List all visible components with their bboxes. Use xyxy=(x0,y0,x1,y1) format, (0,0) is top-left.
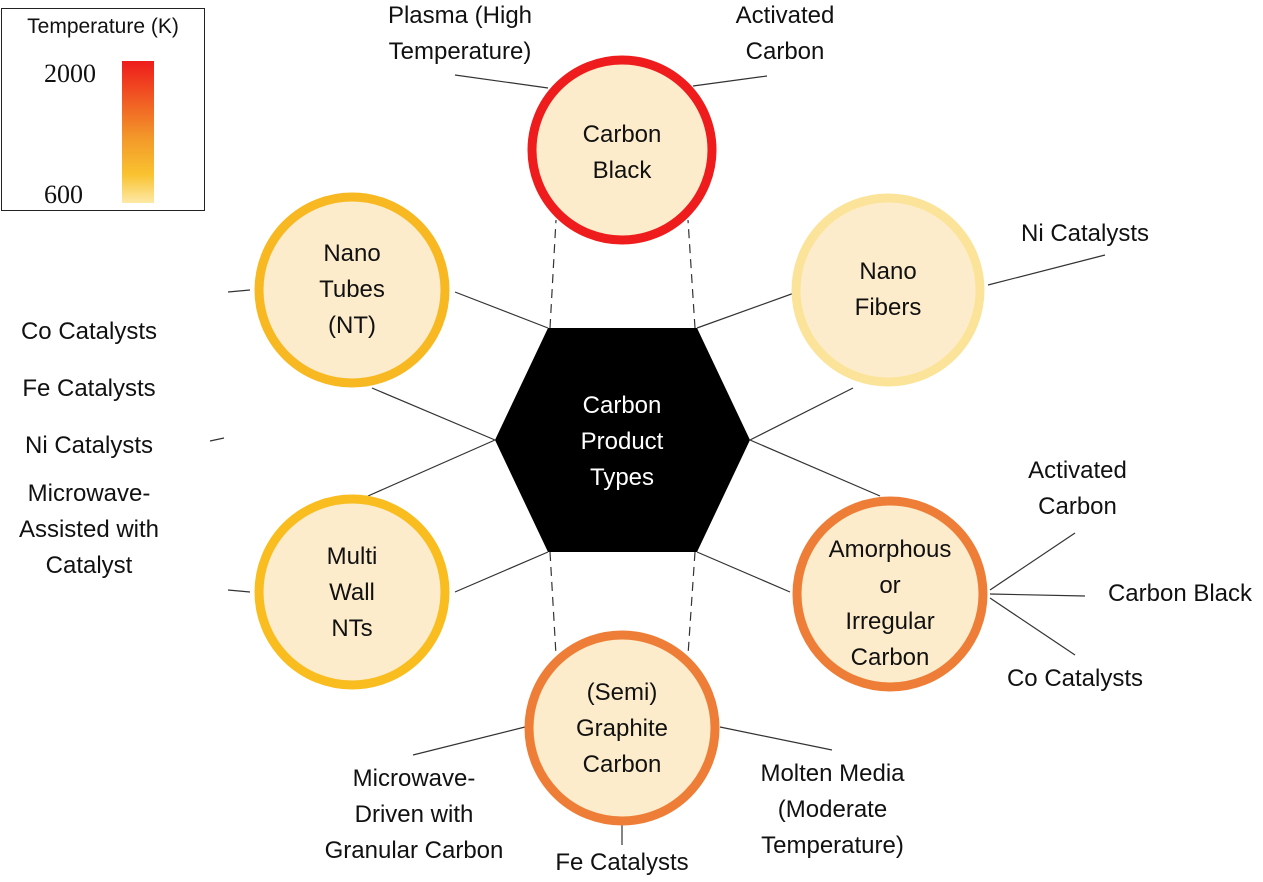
node-label-line: (Semi) xyxy=(586,679,658,706)
microwave-driven-label: Microwave- Driven with Granular Carbon xyxy=(305,761,523,869)
connector-carbon-black-right xyxy=(989,593,1086,597)
node-label-line: Carbon xyxy=(582,121,662,148)
amorphous-node xyxy=(792,496,988,692)
node-label-line: Nano xyxy=(859,258,917,285)
method-label-line: Carbon xyxy=(745,38,825,65)
method-label-line: Co Catalysts xyxy=(20,318,158,345)
co-catalysts-right-label: Co Catalysts xyxy=(990,661,1160,697)
carbon-black-node xyxy=(527,55,717,245)
multi-wall-label: Multi Wall NTs xyxy=(282,539,422,647)
legend-title: Temperature (K) xyxy=(27,15,179,38)
legend-max-value: 2000 xyxy=(44,59,96,88)
node-label-line: Amorphous xyxy=(828,536,952,563)
method-label-line: Ni Catalysts xyxy=(24,432,154,459)
nano-fibers-label: Nano Fibers xyxy=(818,254,958,326)
method-label-line: Plasma (High xyxy=(387,2,533,29)
method-label-line: Co Catalysts xyxy=(1006,665,1144,692)
node-label-line: Black xyxy=(592,157,652,184)
connector-hub-multi-wall-2 xyxy=(454,551,549,593)
connector-activated-right xyxy=(989,532,1076,591)
node-label-line: Multi xyxy=(326,543,378,570)
node-label-line: or xyxy=(879,572,901,599)
connector-microwave-driven xyxy=(412,726,526,756)
connector-hub-multi-wall xyxy=(367,439,496,497)
connector-molten xyxy=(719,726,833,751)
molten-media-label: Molten Media (Moderate Temperature) xyxy=(735,756,930,864)
method-label-line: (Moderate xyxy=(777,796,888,823)
multi-wall-node xyxy=(254,494,450,690)
fe-catalysts-bottom-label: Fe Catalysts xyxy=(537,845,707,881)
method-label-line: Activated xyxy=(735,2,835,29)
method-label-line: Ni Catalysts xyxy=(1020,220,1150,247)
connector-hub-graphite xyxy=(549,551,557,656)
node-label-line: Irregular xyxy=(845,608,935,635)
node-label-line: Tubes xyxy=(319,276,385,303)
hub-label-line: Carbon xyxy=(582,392,662,419)
ni-catalysts-right-label: Ni Catalysts xyxy=(1000,216,1170,252)
connector-hub-carbon-black-2 xyxy=(687,219,696,329)
activated-carbon-right-label: Activated Carbon xyxy=(1000,453,1155,525)
method-label-line: Carbon xyxy=(1038,493,1117,520)
method-label-line: Assisted with xyxy=(18,516,160,543)
left-catalyst-list: Co Catalysts Fe Catalysts Ni Catalysts xyxy=(0,303,178,474)
node-label-line: NTs xyxy=(331,615,373,642)
method-label-line: Microwave- xyxy=(27,480,151,507)
amorphous-label: Amorphous or Irregular Carbon xyxy=(805,532,975,676)
microwave-assisted-label: Microwave- Assisted with Catalyst xyxy=(0,476,178,584)
method-label-line: Granular Carbon xyxy=(324,837,504,864)
node-label-line: Nano xyxy=(323,240,381,267)
activated-carbon-top-label: Activated Carbon xyxy=(705,0,865,70)
legend-min-value: 600 xyxy=(44,180,83,209)
connector-left-top xyxy=(227,289,251,293)
connector-co-right xyxy=(989,597,1076,656)
connector-hub-carbon-black xyxy=(549,219,557,329)
connector-lines xyxy=(209,74,1106,845)
method-label-line: Driven with xyxy=(354,801,474,828)
nano-fibers-node xyxy=(791,193,985,387)
node-label-line: Fibers xyxy=(854,294,922,321)
method-label-line: Fe Catalysts xyxy=(22,375,156,402)
method-label-line: Carbon Black xyxy=(1107,580,1253,607)
nano-tubes-label: Nano Tubes (NT) xyxy=(282,236,422,344)
node-label-line: Carbon xyxy=(582,751,662,778)
graphite-label: (Semi) Graphite Carbon xyxy=(552,675,692,783)
nano-tubes-node xyxy=(254,192,450,388)
temperature-legend: Temperature (K) 2000 600 xyxy=(1,8,205,211)
connector-hub-graphite-2 xyxy=(687,551,696,656)
hub-label-line: Types xyxy=(589,464,655,491)
graphite-node xyxy=(524,630,720,826)
method-label-line: Molten Media xyxy=(760,760,905,787)
connector-hub-amorphous-2 xyxy=(696,551,791,593)
connector-hub-nano-tubes-2 xyxy=(371,387,496,441)
legend-color-bar xyxy=(122,61,154,203)
hub-label: Carbon Product Types xyxy=(562,388,682,496)
node-label-line: Wall xyxy=(329,579,375,606)
connector-left-middle xyxy=(209,437,225,442)
connector-plasma xyxy=(454,74,549,89)
node-label-line: Graphite xyxy=(575,715,669,742)
connector-hub-nano-fibers xyxy=(696,291,798,329)
connector-activated-top xyxy=(692,75,768,87)
connector-hub-amorphous xyxy=(749,439,881,497)
node-label-line: (NT) xyxy=(328,312,376,339)
carbon-black-right-label: Carbon Black xyxy=(1097,576,1263,612)
method-label-line: Fe Catalysts xyxy=(555,849,689,876)
plasma-label: Plasma (High Temperature) xyxy=(355,0,565,70)
method-label-line: Catalyst xyxy=(45,552,133,579)
connector-left-bottom xyxy=(227,589,251,593)
node-label-line: Carbon xyxy=(850,644,930,671)
carbon-black-label: Carbon Black xyxy=(552,117,692,189)
carbon-product-types-hexagon xyxy=(495,328,750,552)
method-label-line: Temperature) xyxy=(388,38,532,65)
hub-label-line: Product xyxy=(580,428,664,455)
method-label-line: Activated xyxy=(1028,457,1127,484)
method-label-line: Microwave- xyxy=(352,765,476,792)
connector-ni-right xyxy=(987,254,1106,286)
method-label-line: Temperature) xyxy=(761,832,904,859)
connector-hub-nano-fibers-2 xyxy=(749,387,854,441)
connector-hub-nano-tubes xyxy=(454,291,549,329)
